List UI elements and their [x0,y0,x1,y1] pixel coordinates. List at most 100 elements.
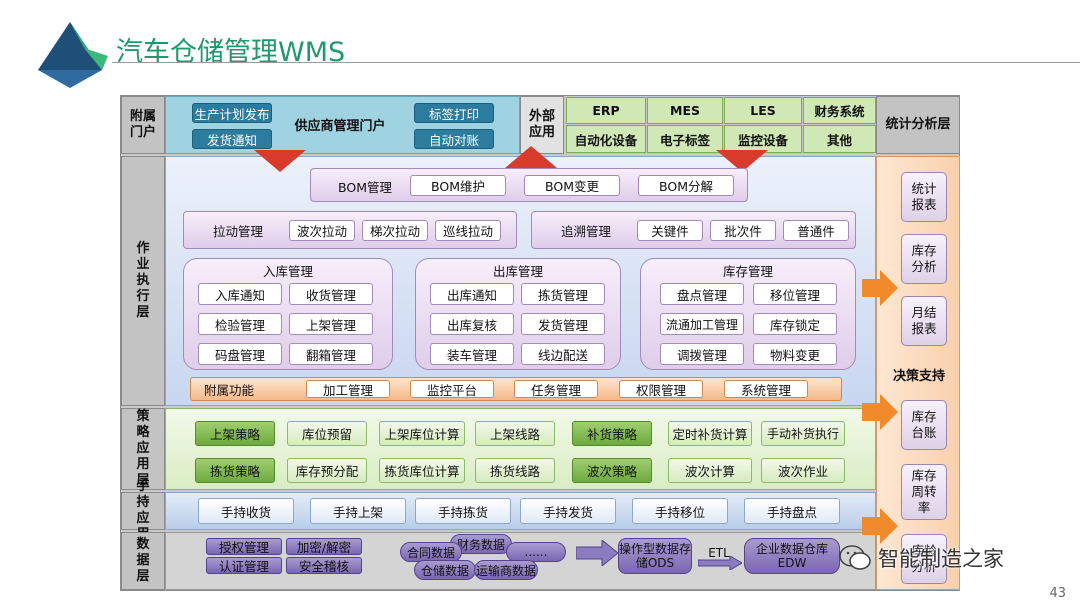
strategy-timed-replenish[interactable]: 定时补货计算 [668,421,752,446]
handheld-pick[interactable]: 手持拣货 [415,498,511,524]
aux-title: 附属功能 [203,382,254,398]
layer-label-handheld: 手持应用 [121,479,165,542]
strategy-replenish[interactable]: 补货策略 [572,421,652,446]
handheld-move[interactable]: 手持移位 [632,498,728,524]
data-ods[interactable]: 操作型数据存储ODS [618,538,692,574]
bom-title: BOM管理 [338,179,392,195]
layer-label-exec: 作业执行层 [121,156,165,406]
inbound-title: 入库管理 [262,263,313,279]
db-etc[interactable]: ...... [506,542,566,562]
layer-label-portal: 附属门户 [121,96,165,154]
ext-finance[interactable]: 财务系统 [803,97,876,124]
portal-item-plan[interactable]: 生产计划发布 [192,103,272,123]
bom-item-change[interactable]: BOM变更 [524,175,620,196]
inbound-item-pallet[interactable]: 码盘管理 [198,343,282,365]
trace-item-key[interactable]: 关键件 [637,220,703,241]
arrow-right-icon [862,508,898,544]
ext-les[interactable]: LES [724,97,802,124]
inbound-item-putaway[interactable]: 上架管理 [289,313,373,335]
pull-item-wave[interactable]: 波次拉动 [289,220,355,241]
handheld-ship[interactable]: 手持发货 [520,498,616,524]
trace-item-normal[interactable]: 普通件 [783,220,849,241]
bom-item-split[interactable]: BOM分解 [638,175,734,196]
data-edw[interactable]: 企业数据仓库EDW [744,538,840,574]
ext-other[interactable]: 其他 [803,125,876,153]
trace-title: 追溯管理 [560,223,611,239]
inbound-item-receive[interactable]: 收货管理 [289,283,373,305]
stock-item-transfer[interactable]: 调拨管理 [660,343,744,365]
db-contract[interactable]: 合同数据 [400,542,462,562]
strategy-putaway[interactable]: 上架策略 [195,421,275,446]
analysis-stat-report[interactable]: 统计报表 [901,172,947,222]
portal-item-label-print[interactable]: 标签打印 [414,103,494,123]
ext-automation[interactable]: 自动化设备 [566,125,646,153]
watermark: 智能制造之家 [838,540,1048,576]
handheld-receive[interactable]: 手持收货 [198,498,294,524]
strategy-pick-calc[interactable]: 拣货库位计算 [379,458,465,483]
portal-supplier[interactable]: 供应商管理门户 [294,118,386,134]
db-storage[interactable]: 仓储数据 [414,560,476,580]
stock-item-count[interactable]: 盘点管理 [660,283,744,305]
title-divider [112,62,1080,63]
stock-item-lock[interactable]: 库存锁定 [753,313,837,335]
portal-item-ship-notice[interactable]: 发货通知 [192,129,272,149]
strategy-preallocate[interactable]: 库存预分配 [287,458,367,483]
strategy-manual-replenish[interactable]: 手动补货执行 [761,421,845,446]
ext-monitor[interactable]: 监控设备 [724,125,802,153]
data-certify[interactable]: 认证管理 [206,557,282,574]
stock-title: 库存管理 [722,263,773,279]
strategy-putaway-calc[interactable]: 上架库位计算 [379,421,465,446]
arrow-right-icon [862,270,898,306]
arrow-down-right [716,150,768,172]
analysis-ledger[interactable]: 库存台账 [901,400,947,450]
aux-item-task[interactable]: 任务管理 [514,380,598,398]
bom-item-maintain[interactable]: BOM维护 [410,175,506,196]
aux-item-system[interactable]: 系统管理 [724,380,808,398]
stock-item-material[interactable]: 物料变更 [753,343,837,365]
aux-item-monitor[interactable]: 监控平台 [410,380,494,398]
stock-item-move[interactable]: 移位管理 [753,283,837,305]
outbound-item-notice[interactable]: 出库通知 [430,283,514,305]
inbound-item-inspect[interactable]: 检验管理 [198,313,282,335]
strategy-reserve[interactable]: 库位预留 [287,421,367,446]
handheld-count[interactable]: 手持盘点 [744,498,840,524]
db-finance[interactable]: 财务数据 [450,534,512,554]
ext-mes[interactable]: MES [647,97,723,124]
handheld-putaway[interactable]: 手持上架 [310,498,406,524]
logo-triangles [38,22,108,88]
arrow-right-icon [862,394,898,430]
outbound-item-load[interactable]: 装车管理 [430,343,514,365]
pull-item-step[interactable]: 梯次拉动 [362,220,428,241]
arrow-to-ods-icon [576,540,618,566]
stock-item-process[interactable]: 流通加工管理 [660,313,744,335]
page-number: 43 [1049,586,1066,601]
strategy-wave-calc[interactable]: 波次计算 [668,458,752,483]
strategy-wave[interactable]: 波次策略 [572,458,652,483]
strategy-wave-op[interactable]: 波次作业 [761,458,845,483]
db-carrier[interactable]: 运输商数据 [474,560,538,580]
analysis-age[interactable]: 库龄分析 [901,534,947,584]
data-encrypt[interactable]: 加密/解密 [286,538,362,555]
ext-e-label[interactable]: 电子标签 [647,125,723,153]
aux-item-process[interactable]: 加工管理 [306,380,390,398]
analysis-turnover[interactable]: 库存周转率 [901,464,947,520]
strategy-putaway-route[interactable]: 上架线路 [475,421,555,446]
ext-erp[interactable]: ERP [566,97,646,124]
data-auth[interactable]: 授权管理 [206,538,282,555]
data-audit[interactable]: 安全稽核 [286,557,362,574]
portal-item-reconcile[interactable]: 自动对账 [414,129,494,149]
outbound-item-pick[interactable]: 拣货管理 [521,283,605,305]
outbound-item-recheck[interactable]: 出库复核 [430,313,514,335]
outbound-item-ship[interactable]: 发货管理 [521,313,605,335]
inbound-item-flip[interactable]: 翻箱管理 [289,343,373,365]
pull-item-line[interactable]: 巡线拉动 [435,220,501,241]
aux-item-permission[interactable]: 权限管理 [619,380,703,398]
wechat-icon [839,545,871,570]
trace-item-batch[interactable]: 批次件 [710,220,776,241]
strategy-pick-route[interactable]: 拣货线路 [475,458,555,483]
strategy-pick[interactable]: 拣货策略 [195,458,275,483]
outbound-item-lineside[interactable]: 线边配送 [521,343,605,365]
inbound-item-notice[interactable]: 入库通知 [198,283,282,305]
analysis-month-report[interactable]: 月结报表 [901,296,947,346]
analysis-stock[interactable]: 库存分析 [901,234,947,284]
